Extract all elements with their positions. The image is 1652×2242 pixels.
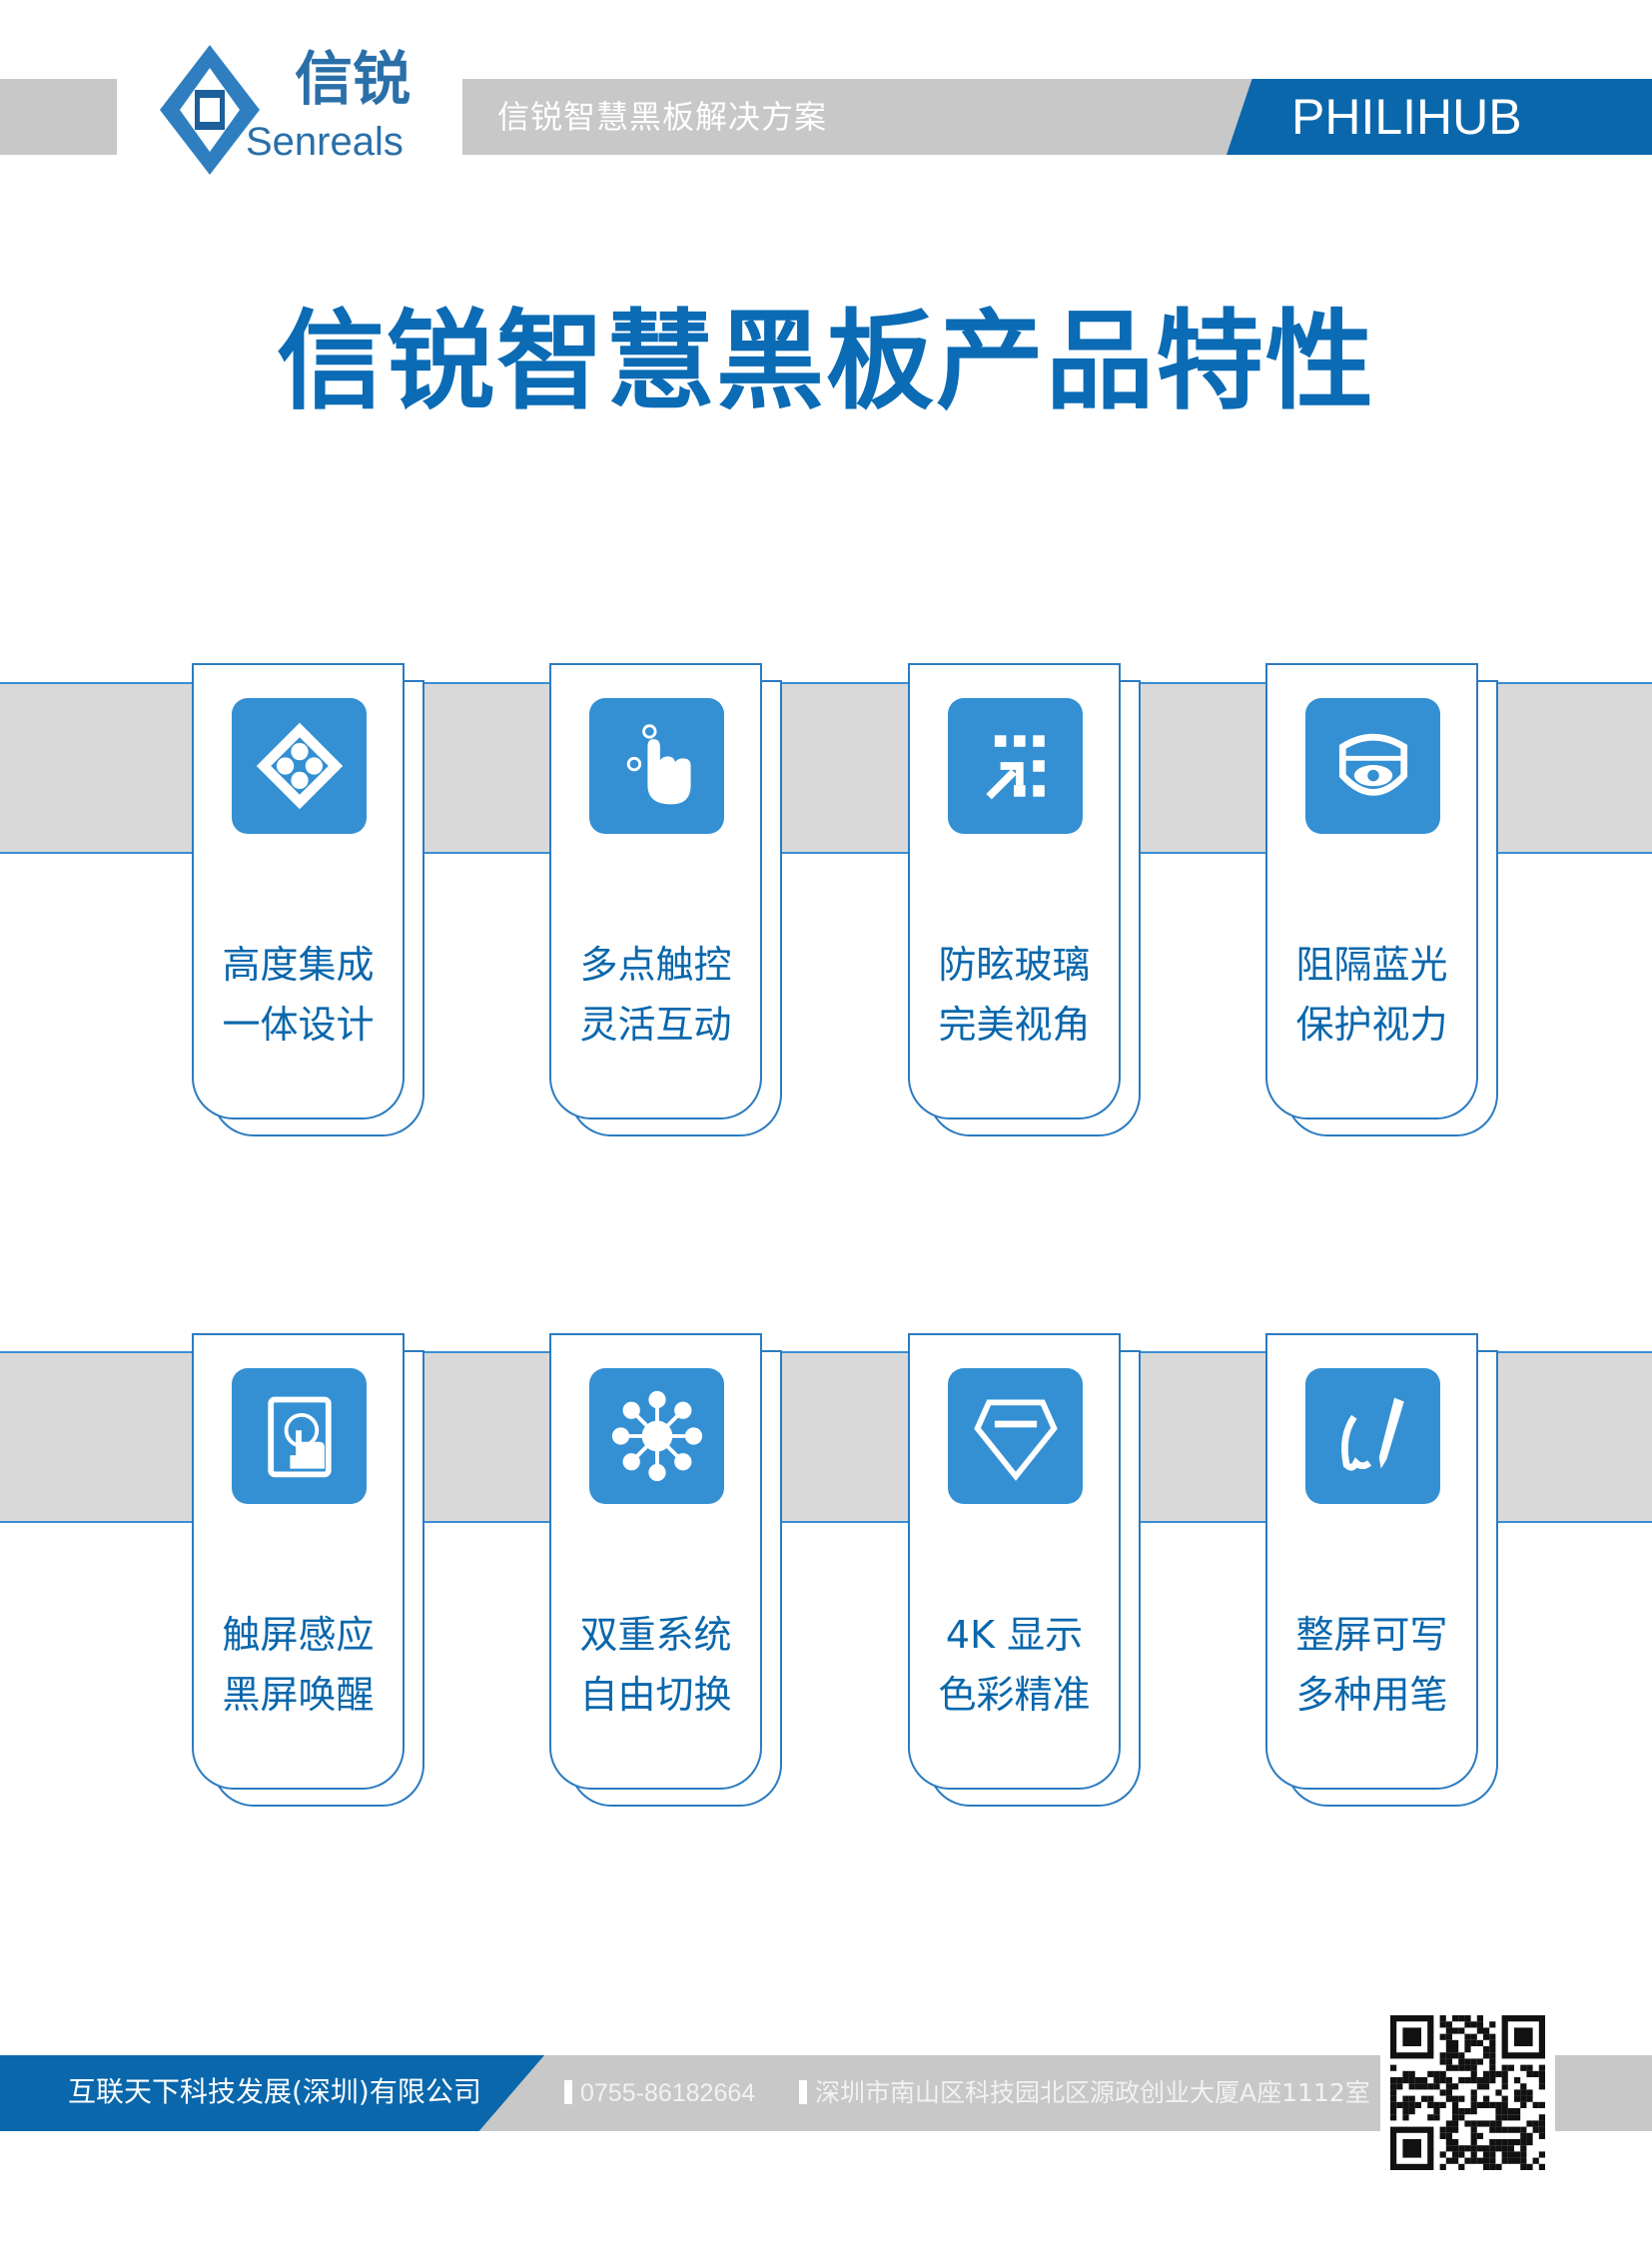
feature-card: 高度集成一体设计 (192, 663, 405, 1120)
feature-card: 多点触控灵活互动 (549, 663, 762, 1120)
footer-phone: 0755-86182664 (564, 2078, 755, 2108)
logo-chinese-text: 信锐 (295, 45, 412, 113)
feature-line-2: 保护视力 (1295, 1003, 1448, 1047)
dual-system-icon (589, 1368, 724, 1504)
feature-line-1: 4K 显示 (945, 1613, 1084, 1657)
address-text: 深圳市南山区科技园北区源政创业大厦A座1112室 (815, 2078, 1370, 2107)
eye-protection-icon (1305, 698, 1440, 834)
feature-card: 整屏可写多种用笔 (1265, 1333, 1478, 1790)
feature-card: 双重系统自由切换 (549, 1333, 762, 1790)
multi-touch-icon (589, 698, 724, 834)
feature-line-1: 防眩玻璃 (938, 943, 1091, 987)
integration-icon (232, 698, 367, 834)
feature-line-1: 高度集成 (222, 943, 375, 987)
feature-line-2: 黑屏唤醒 (222, 1673, 375, 1717)
feature-card: 防眩玻璃完美视角 (908, 663, 1121, 1120)
footer-company-bar (0, 2055, 544, 2131)
phone-number: 0755-86182664 (580, 2079, 756, 2107)
header-brand: PHILIHUB (1291, 89, 1522, 145)
feature-card: 触屏感应黑屏唤醒 (192, 1333, 405, 1790)
feature-line-1: 整屏可写 (1295, 1613, 1448, 1657)
feature-line-1: 阻隔蓝光 (1295, 943, 1448, 987)
address-marker-icon (799, 2080, 807, 2104)
header-bar-left (0, 79, 117, 155)
footer-address: 深圳市南山区科技园北区源政创业大厦A座1112室 (799, 2078, 1370, 2108)
feature-line-2: 完美视角 (938, 1003, 1091, 1047)
qr-code-icon (1390, 2015, 1545, 2170)
feature-line-2: 多种用笔 (1295, 1673, 1448, 1717)
header-brand-bar (1227, 79, 1652, 155)
pen-writing-icon (1305, 1368, 1440, 1504)
feature-line-2: 色彩精准 (938, 1673, 1091, 1717)
feature-line-2: 自由切换 (579, 1673, 732, 1717)
touch-screen-icon (232, 1368, 367, 1504)
phone-marker-icon (564, 2080, 572, 2104)
page-title: 信锐智慧黑板产品特性 (276, 299, 1375, 424)
header-subtitle: 信锐智慧黑板解决方案 (497, 98, 828, 136)
header-bar (462, 79, 1261, 155)
feature-line-2: 一体设计 (222, 1003, 375, 1047)
logo-english-text: Senreals (246, 120, 404, 164)
senreals-logo-icon (160, 45, 260, 175)
feature-card: 4K 显示色彩精准 (908, 1333, 1121, 1790)
diamond-icon (948, 1368, 1083, 1504)
feature-line-1: 触屏感应 (222, 1613, 375, 1657)
feature-card: 阻隔蓝光保护视力 (1265, 663, 1478, 1120)
anti-glare-icon (948, 698, 1083, 834)
feature-line-1: 双重系统 (579, 1613, 732, 1657)
feature-line-1: 多点触控 (579, 943, 732, 987)
footer-company: 互联天下科技发展(深圳)有限公司 (68, 2075, 481, 2108)
feature-line-2: 灵活互动 (579, 1003, 732, 1047)
